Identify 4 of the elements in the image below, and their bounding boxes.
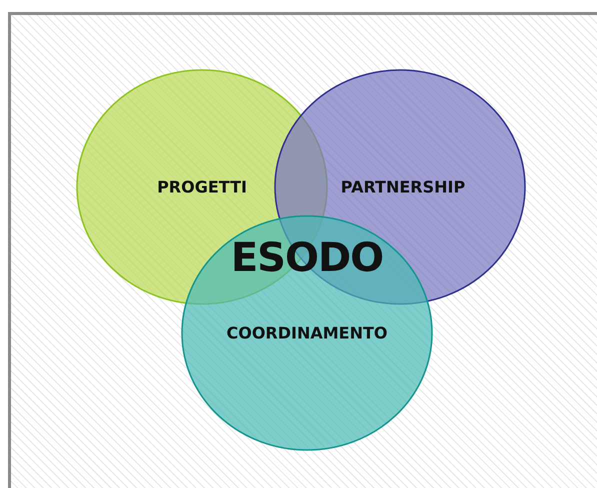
circle-label: COORDINAMENTO [226, 324, 388, 342]
circle-label: PARTNERSHIP [340, 178, 466, 196]
center-title: ESODO [230, 235, 384, 281]
circle-label: PROGETTI [157, 178, 247, 196]
